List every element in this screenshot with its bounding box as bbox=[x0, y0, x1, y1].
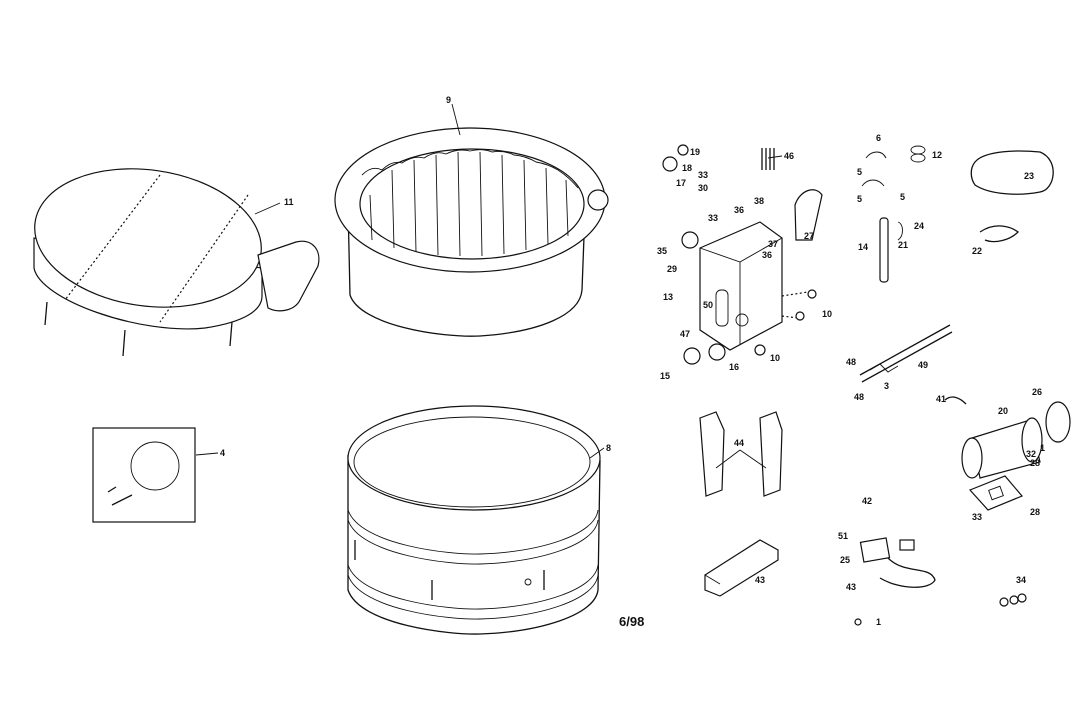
callout-10a: 10 bbox=[822, 309, 832, 319]
callout-4: 4 bbox=[220, 448, 225, 458]
control-box-part bbox=[662, 144, 823, 365]
date-code: 6/98 bbox=[619, 614, 644, 629]
callout-9: 9 bbox=[446, 95, 451, 105]
callout-36: 36 bbox=[734, 205, 744, 215]
callout-21: 21 bbox=[898, 240, 908, 250]
outer-wall-part bbox=[347, 405, 605, 635]
callout-44: 43 bbox=[755, 575, 765, 585]
callout-19: 19 bbox=[690, 147, 700, 157]
callout-47: 47 bbox=[680, 329, 690, 339]
callout-23: 23 bbox=[1024, 171, 1034, 181]
callout-11: 11 bbox=[284, 197, 294, 207]
callout-20: 20 bbox=[998, 406, 1008, 416]
liner-ring-part bbox=[334, 103, 609, 337]
fittings-part bbox=[861, 145, 926, 283]
pump-motor-part bbox=[944, 396, 1071, 511]
callout-26: 26 bbox=[1032, 387, 1042, 397]
callout-33: 33 bbox=[698, 170, 708, 180]
callout-3: 3 bbox=[884, 381, 889, 391]
callout-32: 30 bbox=[698, 183, 708, 193]
callout-13: 13 bbox=[663, 292, 673, 302]
callout-50: 50 bbox=[703, 300, 713, 310]
callout-12: 12 bbox=[932, 150, 942, 160]
callout-33b: 33 bbox=[972, 512, 982, 522]
callout-16: 16 bbox=[729, 362, 739, 372]
callout-8: 8 bbox=[606, 443, 611, 453]
callout-6: 6 bbox=[876, 133, 881, 143]
brackets-part bbox=[699, 411, 783, 597]
callout-17: 17 bbox=[676, 178, 686, 188]
callout-10b: 10 bbox=[770, 353, 780, 363]
callout-27: 27 bbox=[804, 231, 814, 241]
callout-28: 28 bbox=[1030, 507, 1040, 517]
callout-5c: 5 bbox=[900, 192, 905, 202]
callout-30: 28 bbox=[1030, 458, 1040, 468]
callout-22: 22 bbox=[972, 246, 982, 256]
callout-29: 29 bbox=[667, 264, 677, 274]
callout-1: 1 bbox=[876, 617, 881, 627]
callout-7: 1 bbox=[1040, 443, 1045, 453]
callout-40: 38 bbox=[754, 196, 764, 206]
callout-41: 41 bbox=[936, 394, 946, 404]
callout-42: 42 bbox=[862, 496, 872, 506]
callout-51: 51 bbox=[838, 531, 848, 541]
relay-part bbox=[859, 537, 936, 588]
cord-part bbox=[970, 150, 1054, 243]
callout-39: 37 bbox=[768, 239, 778, 249]
callout-14: 14 bbox=[858, 242, 868, 252]
callout-49: 49 bbox=[918, 360, 928, 370]
callout-15: 15 bbox=[660, 371, 670, 381]
callout-48b: 48 bbox=[854, 392, 864, 402]
callout-labels: 11 9 8 4 19 18 17 33 30 46 38 33 36 37 3… bbox=[220, 95, 1045, 627]
callout-35: 33 bbox=[708, 213, 718, 223]
heater-element-part bbox=[859, 324, 953, 383]
clamps-part bbox=[854, 593, 1027, 626]
callout-24: 24 bbox=[914, 221, 924, 231]
callout-18: 18 bbox=[682, 163, 692, 173]
callout-38: 36 bbox=[762, 250, 772, 260]
callout-5a: 5 bbox=[857, 167, 862, 177]
callout-45: 44 bbox=[734, 438, 744, 448]
callout-43: 43 bbox=[846, 582, 856, 592]
callout-46: 46 bbox=[784, 151, 794, 161]
callout-31: 32 bbox=[1026, 449, 1036, 459]
callout-25: 25 bbox=[840, 555, 850, 565]
callout-5b: 5 bbox=[857, 194, 862, 204]
spa-cover-part bbox=[33, 168, 320, 357]
instruction-card-part bbox=[92, 427, 219, 523]
callout-48a: 48 bbox=[846, 357, 856, 367]
callout-37: 35 bbox=[657, 246, 667, 256]
callout-34: 34 bbox=[1016, 575, 1026, 585]
